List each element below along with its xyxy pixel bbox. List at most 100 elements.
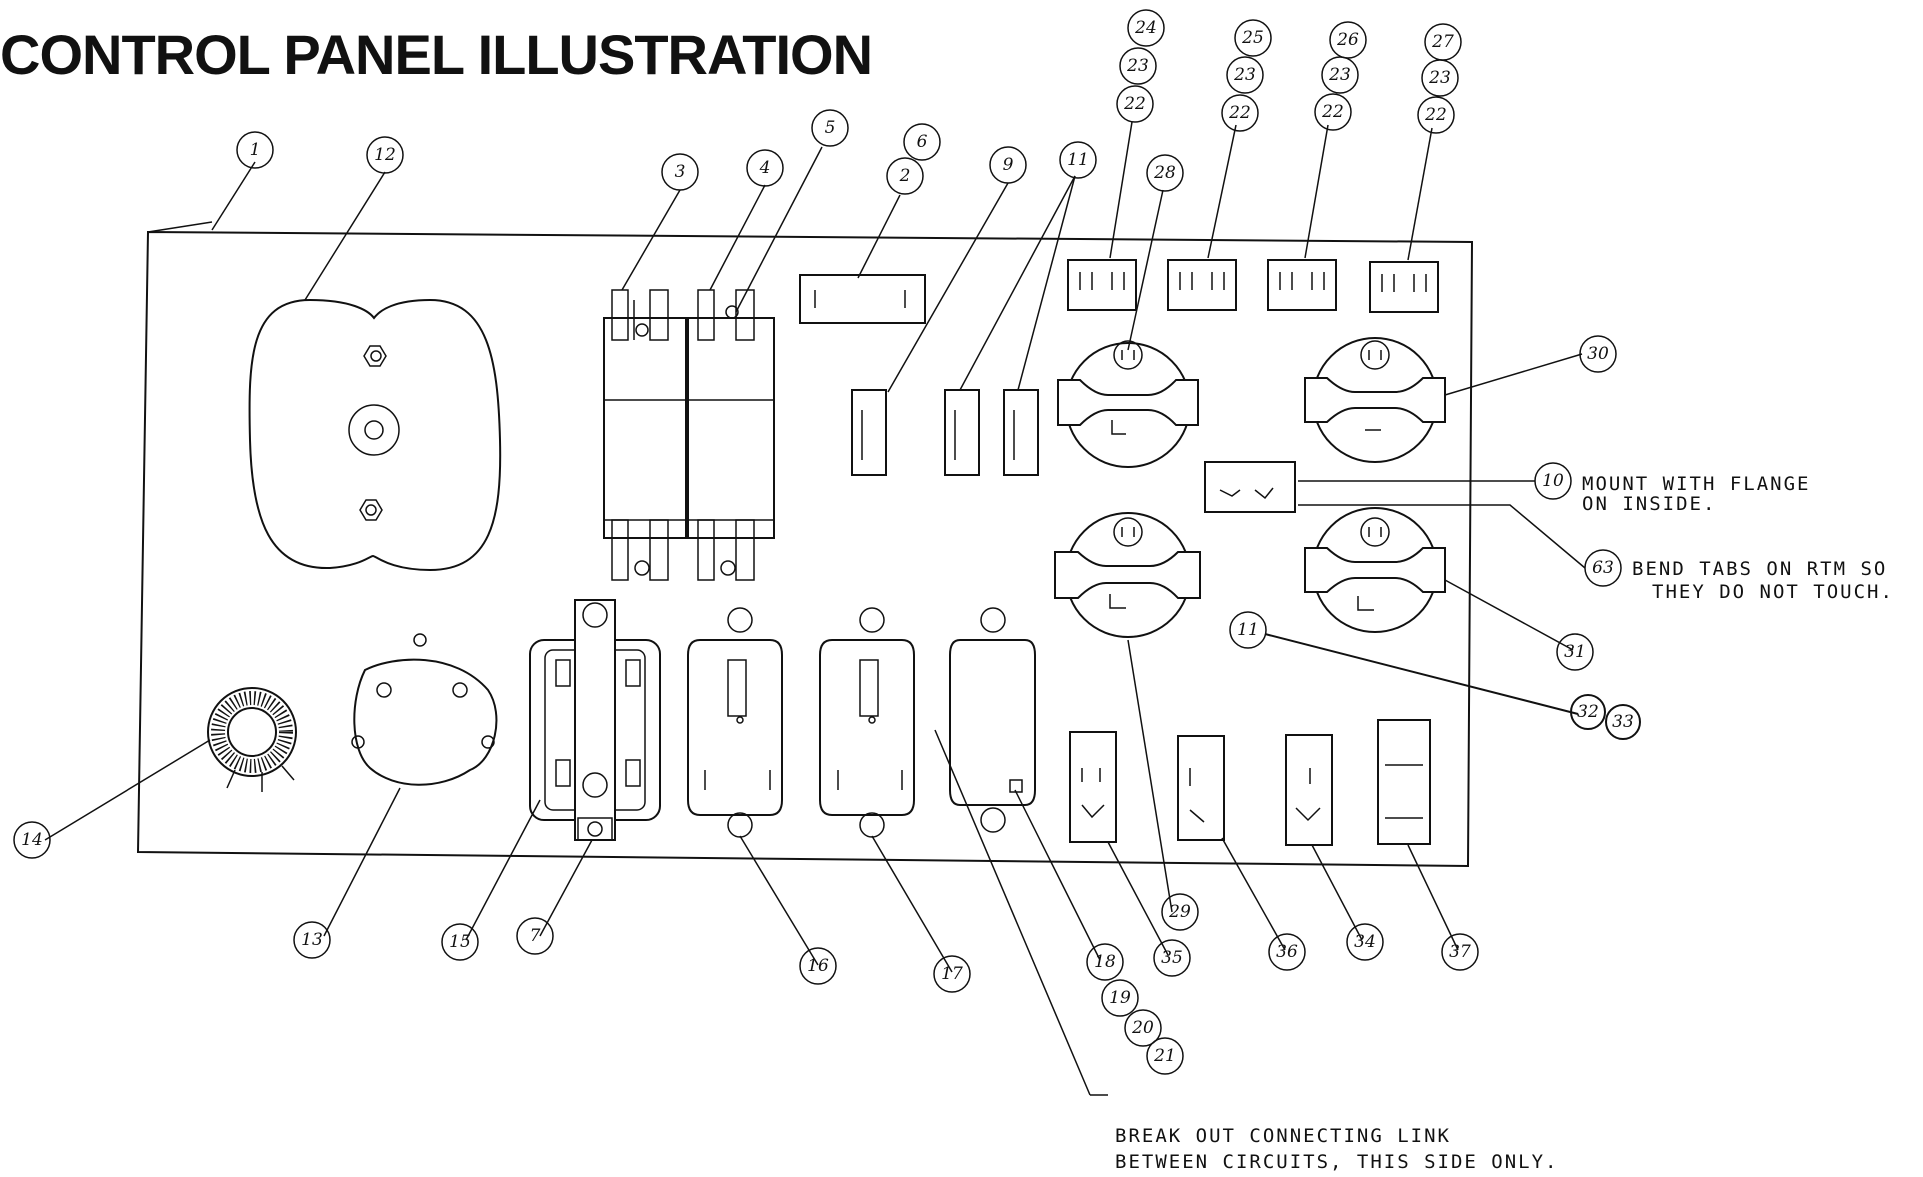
svg-text:10: 10 (1542, 471, 1564, 491)
svg-text:2: 2 (899, 166, 911, 186)
callout-27: 27 (1424, 23, 1462, 61)
callout-3: 3 (661, 153, 699, 191)
relay-11a (944, 389, 980, 476)
svg-text:22: 22 (1228, 103, 1251, 123)
note-63-line2: THEY DO NOT TOUCH. (1652, 581, 1894, 603)
callout-10: 10 (1534, 462, 1572, 500)
svg-text:17: 17 (941, 964, 963, 984)
breaker-26 (1267, 259, 1337, 311)
callout-12: 12 (366, 136, 404, 174)
breaker-24 (1067, 259, 1137, 311)
svg-text:35: 35 (1161, 948, 1183, 968)
callout-35: 35 (1153, 939, 1191, 977)
svg-text:25: 25 (1241, 28, 1264, 48)
callout-22b: 22 (1221, 94, 1259, 132)
svg-text:22: 22 (1123, 94, 1146, 114)
svg-text:22: 22 (1424, 105, 1447, 125)
callout-29: 29 (1161, 893, 1199, 931)
note-63-line1: BEND TABS ON RTM SO (1632, 558, 1887, 580)
callout-28: 28 (1146, 154, 1184, 192)
svg-text:63: 63 (1592, 558, 1614, 578)
breaker-27 (1369, 261, 1439, 313)
svg-text:5: 5 (825, 118, 836, 138)
callout-31: 31 (1556, 633, 1594, 671)
callout-2: 2 (886, 157, 924, 195)
svg-text:29: 29 (1168, 902, 1191, 922)
callout-18: 18 (1086, 943, 1124, 981)
callout-22d: 22 (1417, 96, 1455, 134)
note-10-line2: ON INSIDE. (1582, 493, 1716, 515)
diagram-title: CONTROL PANEL ILLUSTRATION (0, 23, 873, 86)
callout-23b: 23 (1226, 56, 1264, 94)
svg-text:6: 6 (917, 132, 928, 152)
terminal-strip (799, 274, 926, 324)
callout-4: 4 (746, 149, 784, 187)
svg-text:23: 23 (1428, 68, 1451, 88)
callout-11a: 11 (1059, 141, 1097, 179)
callout-22c: 22 (1314, 93, 1352, 131)
svg-text:12: 12 (374, 145, 396, 165)
contactor-left (603, 289, 687, 581)
svg-text:22: 22 (1321, 102, 1344, 122)
svg-text:20: 20 (1131, 1018, 1154, 1038)
relay-9 (851, 389, 887, 476)
svg-text:33: 33 (1612, 712, 1634, 732)
callout-33: 33 (1605, 704, 1641, 740)
callout-6: 6 (903, 123, 941, 161)
svg-text:32: 32 (1577, 702, 1599, 722)
callout-37: 37 (1441, 933, 1479, 971)
callout-14: 14 (13, 821, 51, 859)
svg-text:9: 9 (1003, 155, 1014, 175)
svg-text:37: 37 (1449, 942, 1471, 962)
twist-lock-15 (529, 599, 661, 841)
svg-text:28: 28 (1153, 163, 1176, 183)
callout-19: 19 (1101, 979, 1139, 1017)
callout-17: 17 (933, 955, 971, 993)
callout-13: 13 (293, 921, 331, 959)
callout-1: 1 (236, 131, 274, 169)
callout-15: 15 (441, 923, 479, 961)
callout-36: 36 (1268, 933, 1306, 971)
svg-text:31: 31 (1564, 642, 1586, 662)
switch-35 (1069, 731, 1117, 843)
receptacle-28 (1057, 340, 1199, 468)
callout-5: 5 (811, 109, 849, 147)
svg-text:3: 3 (675, 162, 686, 182)
callout-7: 7 (516, 917, 554, 955)
callout-63: 63 (1584, 549, 1622, 587)
note-break-line1: BREAK OUT CONNECTING LINK (1115, 1125, 1451, 1147)
switch-36 (1177, 735, 1225, 841)
svg-text:14: 14 (21, 830, 43, 850)
svg-text:36: 36 (1276, 942, 1298, 962)
svg-text:15: 15 (449, 932, 471, 952)
svg-text:27: 27 (1431, 32, 1454, 52)
switch-34 (1285, 734, 1333, 846)
svg-text:34: 34 (1354, 932, 1376, 952)
mounting-block-10 (1204, 461, 1296, 513)
outlet-18 (949, 607, 1036, 833)
note-10-line1: MOUNT WITH FLANGE (1582, 473, 1810, 495)
callout-11b: 11 (1229, 611, 1267, 649)
round-socket-13 (351, 633, 498, 786)
callout-34: 34 (1346, 923, 1384, 961)
svg-text:4: 4 (759, 158, 771, 178)
receptacle-29 (1054, 512, 1201, 638)
svg-text:24: 24 (1134, 18, 1157, 38)
callout-32: 32 (1570, 694, 1606, 730)
panel-outline (136, 221, 1474, 868)
svg-text:23: 23 (1328, 65, 1351, 85)
transformer (248, 298, 502, 572)
outlet-17 (819, 607, 915, 838)
svg-text:11: 11 (1237, 620, 1259, 640)
svg-text:26: 26 (1336, 30, 1359, 50)
note-break-line2: BETWEEN CIRCUITS, THIS SIDE ONLY. (1115, 1151, 1559, 1173)
receptacle-31 (1304, 507, 1446, 633)
svg-text:18: 18 (1094, 952, 1116, 972)
breaker-25 (1167, 259, 1237, 311)
svg-text:23: 23 (1126, 56, 1149, 76)
callout-25: 25 (1234, 19, 1272, 57)
callout-26: 26 (1329, 21, 1367, 59)
outlet-16 (687, 607, 783, 838)
receptacle-30 (1304, 337, 1446, 463)
